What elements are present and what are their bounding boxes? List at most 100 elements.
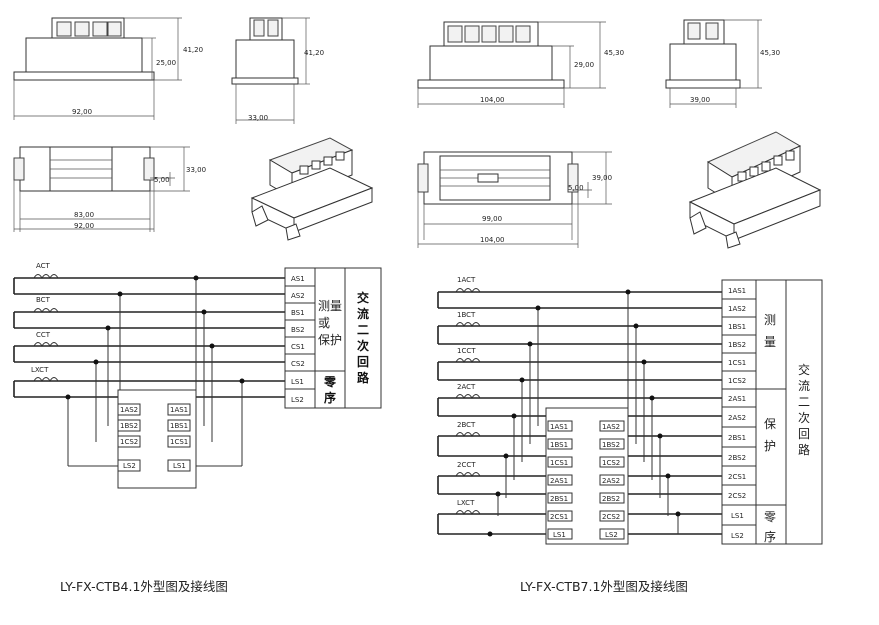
left-circuit-title-6: 路 [357,370,370,385]
left-block-right-1: 1AS1 [170,406,188,414]
left-block-left-1: 1AS2 [120,406,138,414]
right-circuit-title-3: 二 [798,395,810,409]
left-block-right-4: LS1 [173,462,186,470]
left-circuit-title-2: 流 [357,306,369,321]
right-caption: LY-FX-CTB7.1外型图及接线图 [520,579,688,594]
right-terminal-11: 2CS1 [728,473,746,481]
right-terminal-14: LS2 [731,532,744,540]
left-block-right-2: 1BS1 [170,422,188,430]
right-dim-side-width: 39,00 [690,96,710,104]
left-isometric-view [250,137,374,241]
left-terminal-4: BS2 [291,326,305,334]
left-terminal-5: CS1 [291,343,305,351]
right-block-left-1: 1AS1 [550,423,568,431]
right-block-right-1: 1AS2 [602,423,620,431]
left-ct-label-3: CCT [36,331,51,339]
left-circuit-title-3: 二 [357,323,369,337]
dim-side-height: 41,20 [304,49,324,57]
right-block-left-2: 1BS1 [550,441,568,449]
right-group-measure-1: 测 [764,313,776,327]
right-side-view [665,19,762,108]
left-circuit-title-4: 次 [357,338,369,353]
right-block-right-4: 2AS2 [602,477,620,485]
right-block-left-4: 2AS1 [550,477,568,485]
right-ct-label-4: 2ACT [457,383,476,391]
right-terminal-2: 1AS2 [728,305,746,313]
dim-side-width: 33,00 [248,114,268,122]
right-terminal-8: 2AS2 [728,414,746,422]
right-ct-coils [455,288,481,516]
left-top-view [13,146,190,232]
right-dim-hole: 5,00 [568,184,584,192]
right-group-protect-1: 保 [764,417,776,431]
left-block-left-2: 1BS2 [120,422,138,430]
right-isometric-view [688,131,822,249]
right-dim-inner-length: 99,00 [482,215,502,223]
right-dim-height-total: 45,30 [604,49,624,57]
right-group-zero-2: 序 [764,529,776,544]
right-block-left-7: LS1 [553,531,566,539]
right-terminal-5: 1CS1 [728,359,746,367]
right-group-zero-1: 零 [764,510,776,524]
right-block-left-3: 1CS1 [550,459,568,467]
right-terminal-13: LS1 [731,512,744,520]
right-terminal-12: 2CS2 [728,492,746,500]
left-terminal-2: AS2 [291,292,305,300]
left-ct-label-1: ACT [36,262,51,270]
dim-top-width: 33,00 [186,166,206,174]
right-terminal-10: 2BS2 [728,454,746,462]
left-group-zero-2: 序 [324,390,336,405]
right-top-view [417,151,612,248]
dim-outer-length: 92,00 [74,222,94,230]
left-group-measure-1: 测量 [318,299,342,313]
right-block-right-6: 2CS2 [602,513,620,521]
right-ct-label-1: 1ACT [457,276,476,284]
dim-height-body: 25,00 [156,59,176,67]
right-dim-side-height: 45,30 [760,49,780,57]
left-group-measure-3: 保护 [318,333,342,347]
right-ct-label-5: 2BCT [457,421,476,429]
left-terminal-3: BS1 [291,309,305,317]
right-terminal-3: 1BS1 [728,323,746,331]
right-block-left-6: 2CS1 [550,513,568,521]
left-group-measure-2: 或 [318,316,330,330]
right-front-view [417,21,606,108]
dim-height-total: 41,20 [183,46,203,54]
right-ct-label-6: 2CCT [457,461,476,469]
right-terminal-4: 1BS2 [728,341,746,349]
left-device-block [117,389,197,489]
left-block-left-3: 1CS2 [120,438,138,446]
right-group-protect-2: 护 [764,439,776,453]
right-terminal-block [721,279,823,545]
left-terminal-7: LS1 [291,378,304,386]
right-block-right-5: 2BS2 [602,495,620,503]
left-block-left-4: LS2 [123,462,136,470]
right-circuit-title-4: 次 [798,411,810,425]
left-terminal-block [284,267,382,409]
right-junction-dots [487,289,681,537]
left-caption: LY-FX-CTB4.1外型图及接线图 [60,579,228,594]
left-circuit-title-5: 回 [357,355,369,369]
left-group-zero-1: 零 [323,375,337,389]
right-ct-label-7: LXCT [457,499,475,507]
right-circuit-title-5: 回 [798,427,810,441]
right-block-right-7: LS2 [605,531,618,539]
dim-length: 92,00 [72,108,92,116]
left-terminal-6: CS2 [291,360,305,368]
right-terminal-7: 2AS1 [728,395,746,403]
left-ct-coils [33,274,59,383]
left-terminal-8: LS2 [291,396,304,404]
left-side-view [231,17,310,124]
left-junction-dots [65,275,245,400]
right-circuit-title-6: 路 [798,442,810,457]
left-ct-label-4: LXCT [31,366,49,374]
right-dim-outer-length: 104,00 [480,236,505,244]
right-ct-label-3: 1CCT [457,347,476,355]
left-ct-label-2: BCT [36,296,51,304]
right-block-right-2: 1BS2 [602,441,620,449]
right-terminal-9: 2BS1 [728,434,746,442]
right-device-block [545,407,629,545]
right-block-left-5: 2BS1 [550,495,568,503]
right-dim-length: 104,00 [480,96,505,104]
